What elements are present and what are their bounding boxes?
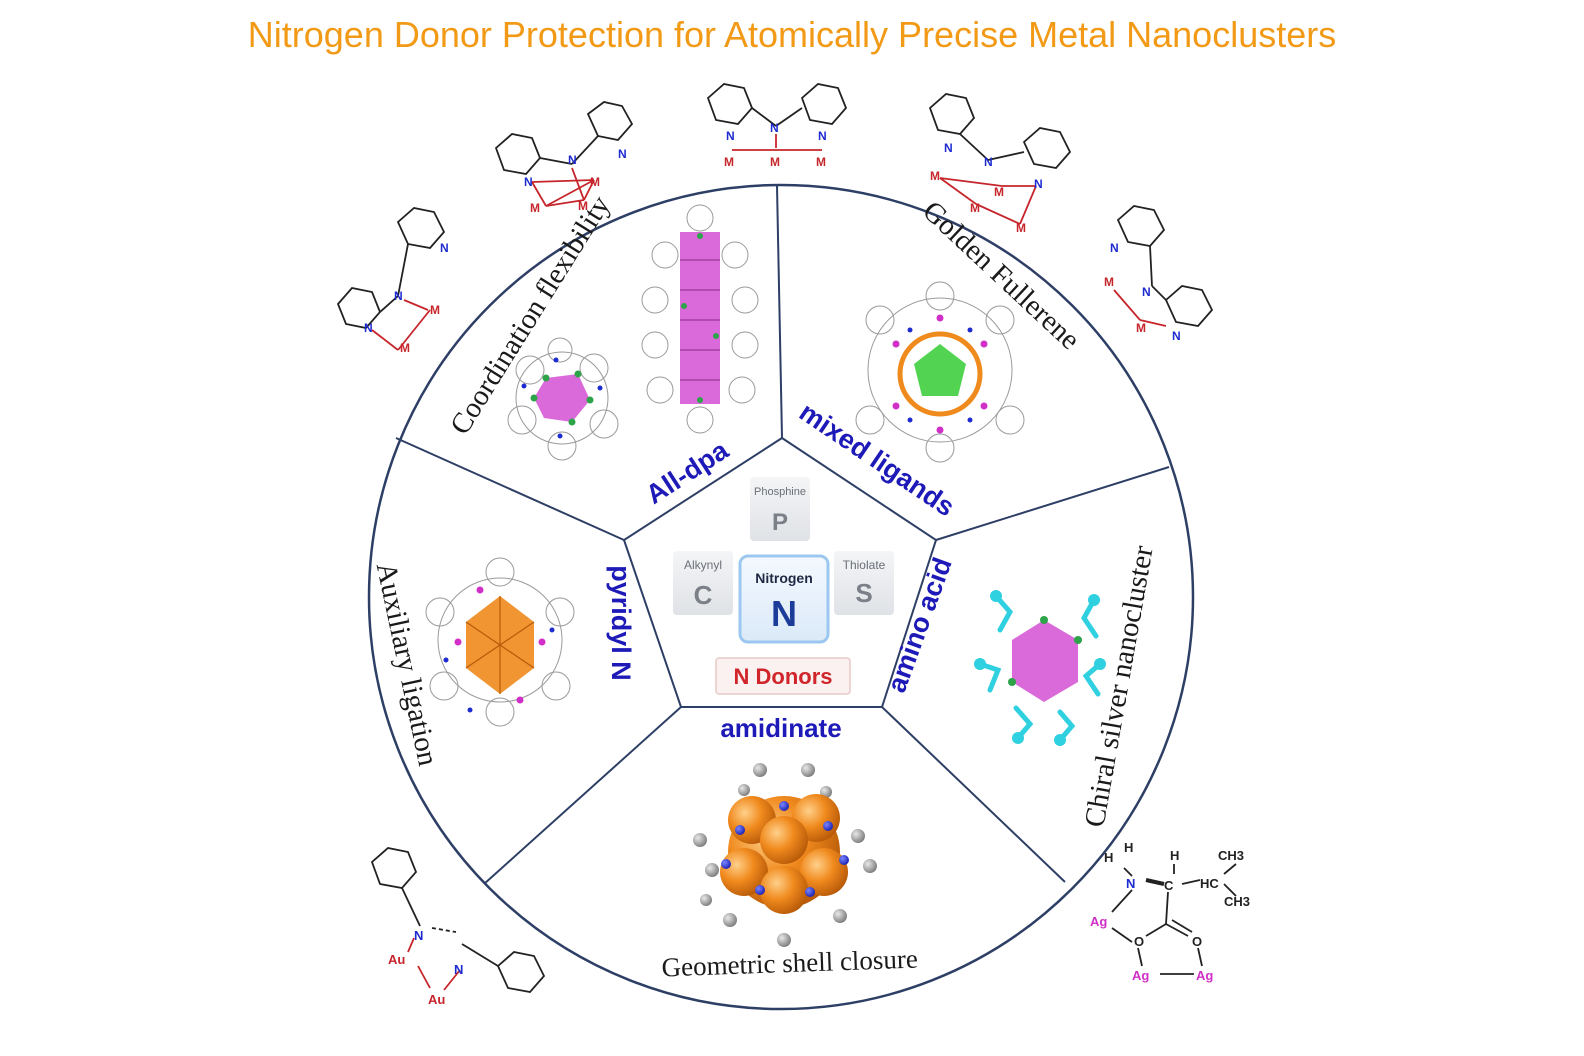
- atom-m: M: [1016, 221, 1026, 235]
- atom-n: N: [1172, 329, 1181, 343]
- atom-m: M: [724, 155, 734, 169]
- atom-n: N: [1142, 285, 1151, 299]
- atom-n: N: [944, 141, 953, 155]
- atom-n: N: [770, 121, 779, 135]
- atom-m: M: [430, 303, 440, 317]
- phosphine-tile: Phosphine P: [750, 477, 810, 541]
- atom-m: M: [400, 341, 410, 355]
- svg-text:Alkynyl: Alkynyl: [684, 558, 722, 572]
- atom-n: N: [440, 241, 449, 255]
- atom-n: N: [364, 321, 373, 335]
- dpa-rod-cluster-image: [641, 204, 759, 434]
- atom-m: M: [770, 155, 780, 169]
- svg-text:C: C: [694, 580, 713, 610]
- dpa-sphere-cluster-image: [507, 337, 619, 461]
- atom-ch3: CH3: [1224, 894, 1250, 909]
- atom-n: N: [568, 153, 577, 167]
- atom-ag: Ag: [1132, 968, 1149, 983]
- atom-n: N: [726, 129, 735, 143]
- atom-m: M: [930, 169, 940, 183]
- atom-hc: HC: [1200, 876, 1219, 891]
- atom-o: O: [1134, 934, 1144, 949]
- structure-dpa-1: [336, 207, 446, 351]
- atom-m: M: [994, 185, 1004, 199]
- atom-n: N: [1034, 177, 1043, 191]
- atom-n: N: [524, 175, 533, 189]
- atom-m: M: [970, 201, 980, 215]
- atom-h: H: [1170, 848, 1179, 863]
- nitrogen-tile: Nitrogen N: [738, 554, 830, 644]
- atom-n: N: [818, 129, 827, 143]
- svg-text:P: P: [772, 509, 788, 536]
- svg-text:Nitrogen: Nitrogen: [755, 570, 813, 586]
- structure-amidinate: [370, 847, 546, 993]
- svg-text:Thiolate: Thiolate: [843, 558, 886, 572]
- atom-c: C: [1164, 878, 1174, 893]
- structure-dpa-4: [928, 93, 1072, 225]
- svg-text:N: N: [771, 593, 797, 634]
- ligand-label-amidinate: amidinate: [720, 713, 841, 743]
- alkynyl-tile: Alkynyl C: [673, 551, 733, 615]
- svg-text:Phosphine: Phosphine: [754, 486, 806, 498]
- structure-amino-acid: [1111, 863, 1237, 975]
- atom-m: M: [1136, 321, 1146, 335]
- structure-dpa-3: [706, 83, 848, 151]
- thiolate-tile: Thiolate S: [834, 551, 894, 615]
- atom-au: Au: [428, 992, 445, 1007]
- atom-h: H: [1124, 840, 1133, 855]
- fullerene-cluster-image: [855, 281, 1025, 463]
- atom-ag: Ag: [1196, 968, 1213, 983]
- atom-o: O: [1192, 934, 1202, 949]
- ligand-label-pyridyl-n: pyridyl N: [606, 565, 636, 681]
- atom-m: M: [816, 155, 826, 169]
- atom-n: N: [1110, 241, 1119, 255]
- structure-dpa-2: [494, 101, 634, 207]
- chiral-cluster-image: [974, 590, 1106, 746]
- n-donors-badge: N Donors: [715, 657, 851, 695]
- atom-m: M: [530, 201, 540, 215]
- auxiliary-cluster-image: [425, 557, 575, 727]
- atom-n: N: [618, 147, 627, 161]
- atom-m: M: [590, 175, 600, 189]
- atom-n: N: [454, 962, 463, 977]
- atom-n: N: [1126, 876, 1135, 891]
- structure-dpa-5: [1113, 205, 1214, 327]
- atom-au: Au: [388, 952, 405, 967]
- atom-n: N: [984, 155, 993, 169]
- atom-m: M: [1104, 275, 1114, 289]
- svg-text:N Donors: N Donors: [734, 664, 833, 689]
- sector-dividers: [395, 185, 1170, 885]
- shell-closure-cluster-image: [693, 763, 877, 947]
- atom-m: M: [578, 199, 588, 213]
- atom-n: N: [394, 289, 403, 303]
- svg-text:S: S: [855, 578, 872, 608]
- atom-n: N: [414, 928, 423, 943]
- atom-ch3: CH3: [1218, 848, 1244, 863]
- atom-ag: Ag: [1090, 914, 1107, 929]
- figure-title: Nitrogen Donor Protection for Atomically…: [247, 14, 1337, 55]
- atom-h: H: [1104, 850, 1113, 865]
